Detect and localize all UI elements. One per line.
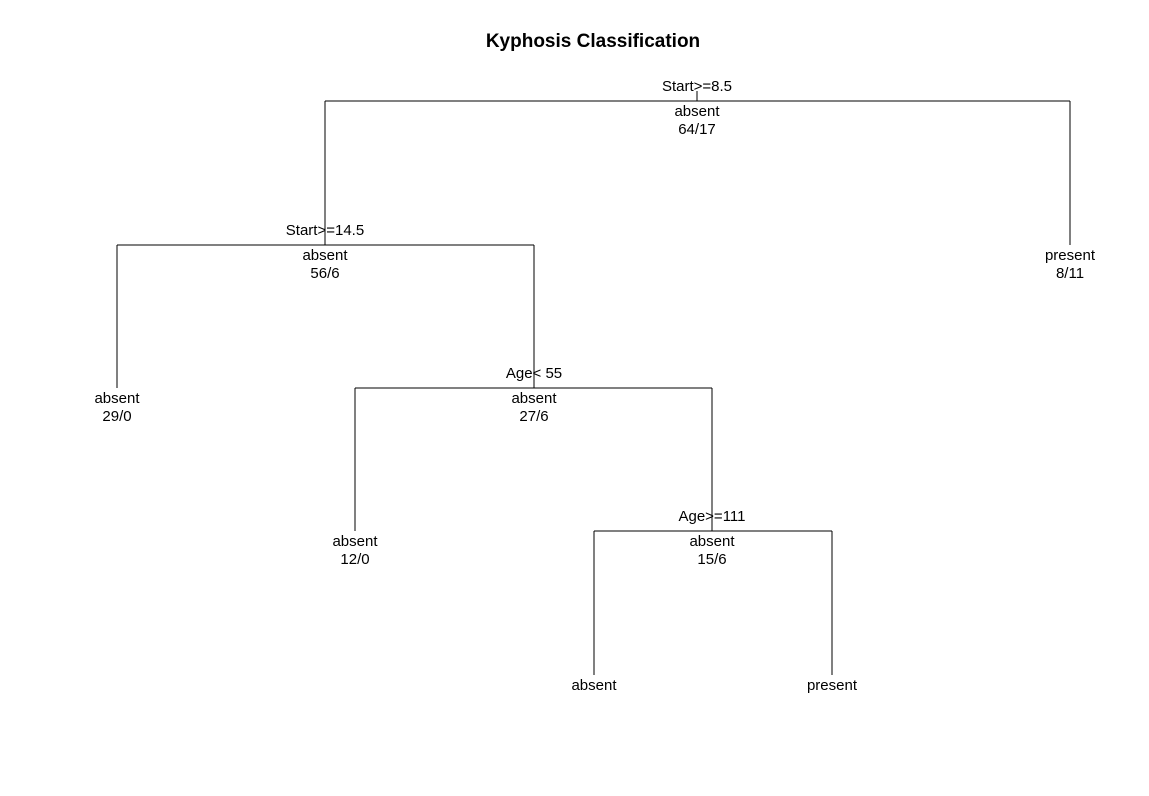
class-label: absent [332,533,378,550]
class-label: absent [689,533,735,550]
count-label: 12/0 [340,551,369,568]
count-label: 3/4 [822,695,843,712]
class-label: present [1045,247,1096,264]
split-label: Start>=8.5 [662,78,732,95]
class-label: absent [674,103,720,120]
count-label: 27/6 [519,408,548,425]
class-label: absent [571,677,617,694]
class-label: absent [302,247,348,264]
split-label: Age< 55 [506,365,562,382]
class-label: present [807,677,858,694]
split-label: Start>=14.5 [286,222,364,239]
class-label: absent [94,390,140,407]
split-label: Age>=111 [678,508,745,525]
count-label: 12/2 [579,695,608,712]
plot-title: Kyphosis Classification [486,31,700,52]
decision-tree: Start>=8.5absent64/17Start>=14.5absent56… [94,78,1096,712]
count-label: 29/0 [102,408,131,425]
count-label: 64/17 [678,121,716,138]
count-label: 15/6 [697,551,726,568]
count-label: 8/11 [1056,265,1084,282]
count-label: 56/6 [310,265,339,282]
class-label: absent [511,390,557,407]
